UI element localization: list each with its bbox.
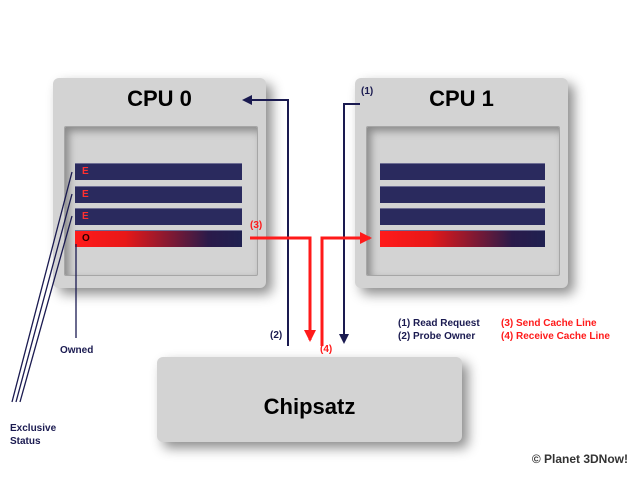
cpu1-cache-line-4 xyxy=(380,230,545,247)
leader-exclusive-1 xyxy=(11,171,73,403)
leader-exclusive-3 xyxy=(19,215,73,403)
arrow-send-cache-line xyxy=(250,236,316,342)
arrow-read-request xyxy=(339,103,360,344)
leader-exclusive-2 xyxy=(15,193,73,403)
step-2-label: (2) xyxy=(270,330,283,341)
cpu0-cache-line-1: E xyxy=(75,163,242,180)
legend-receive-cache-line: (4) Receive Cache Line xyxy=(501,331,610,342)
arrow-receive-cache-line xyxy=(320,232,372,346)
status-label: Status xyxy=(10,436,41,447)
step-4-label: (4) xyxy=(320,344,333,355)
copyright-text: © Planet 3DNow! xyxy=(531,452,628,466)
cpu1-cache xyxy=(366,126,560,276)
cpu1-cache-line-3 xyxy=(380,208,545,225)
legend-read-request: (1) Read Request xyxy=(398,318,480,329)
cpu1-cache-line-1 xyxy=(380,163,545,180)
chipset-box: Chipsatz xyxy=(157,357,462,442)
cpu0-cache-line-2: E xyxy=(75,186,242,203)
cpu0-cache-line-3: E xyxy=(75,208,242,225)
cpu1-cache-line-2 xyxy=(380,186,545,203)
chipset-title: Chipsatz xyxy=(263,394,356,419)
arrow-probe-owner xyxy=(242,95,289,346)
legend-probe-owner: (2) Probe Owner xyxy=(398,331,476,342)
cpu0-box: CPU 0 xyxy=(53,78,266,288)
step-3-label: (3) xyxy=(250,220,263,231)
cpu0-cache-line-owned: O xyxy=(75,230,242,247)
cpu1-title: CPU 1 xyxy=(429,86,494,111)
cpu0-title: CPU 0 xyxy=(127,86,192,111)
legend-send-cache-line: (3) Send Cache Line xyxy=(501,318,597,329)
exclusive-label: Exclusive xyxy=(10,423,57,434)
owned-label: Owned xyxy=(60,345,94,356)
step-1-label: (1) xyxy=(361,86,374,97)
cpu1-box: CPU 1 xyxy=(355,78,568,288)
